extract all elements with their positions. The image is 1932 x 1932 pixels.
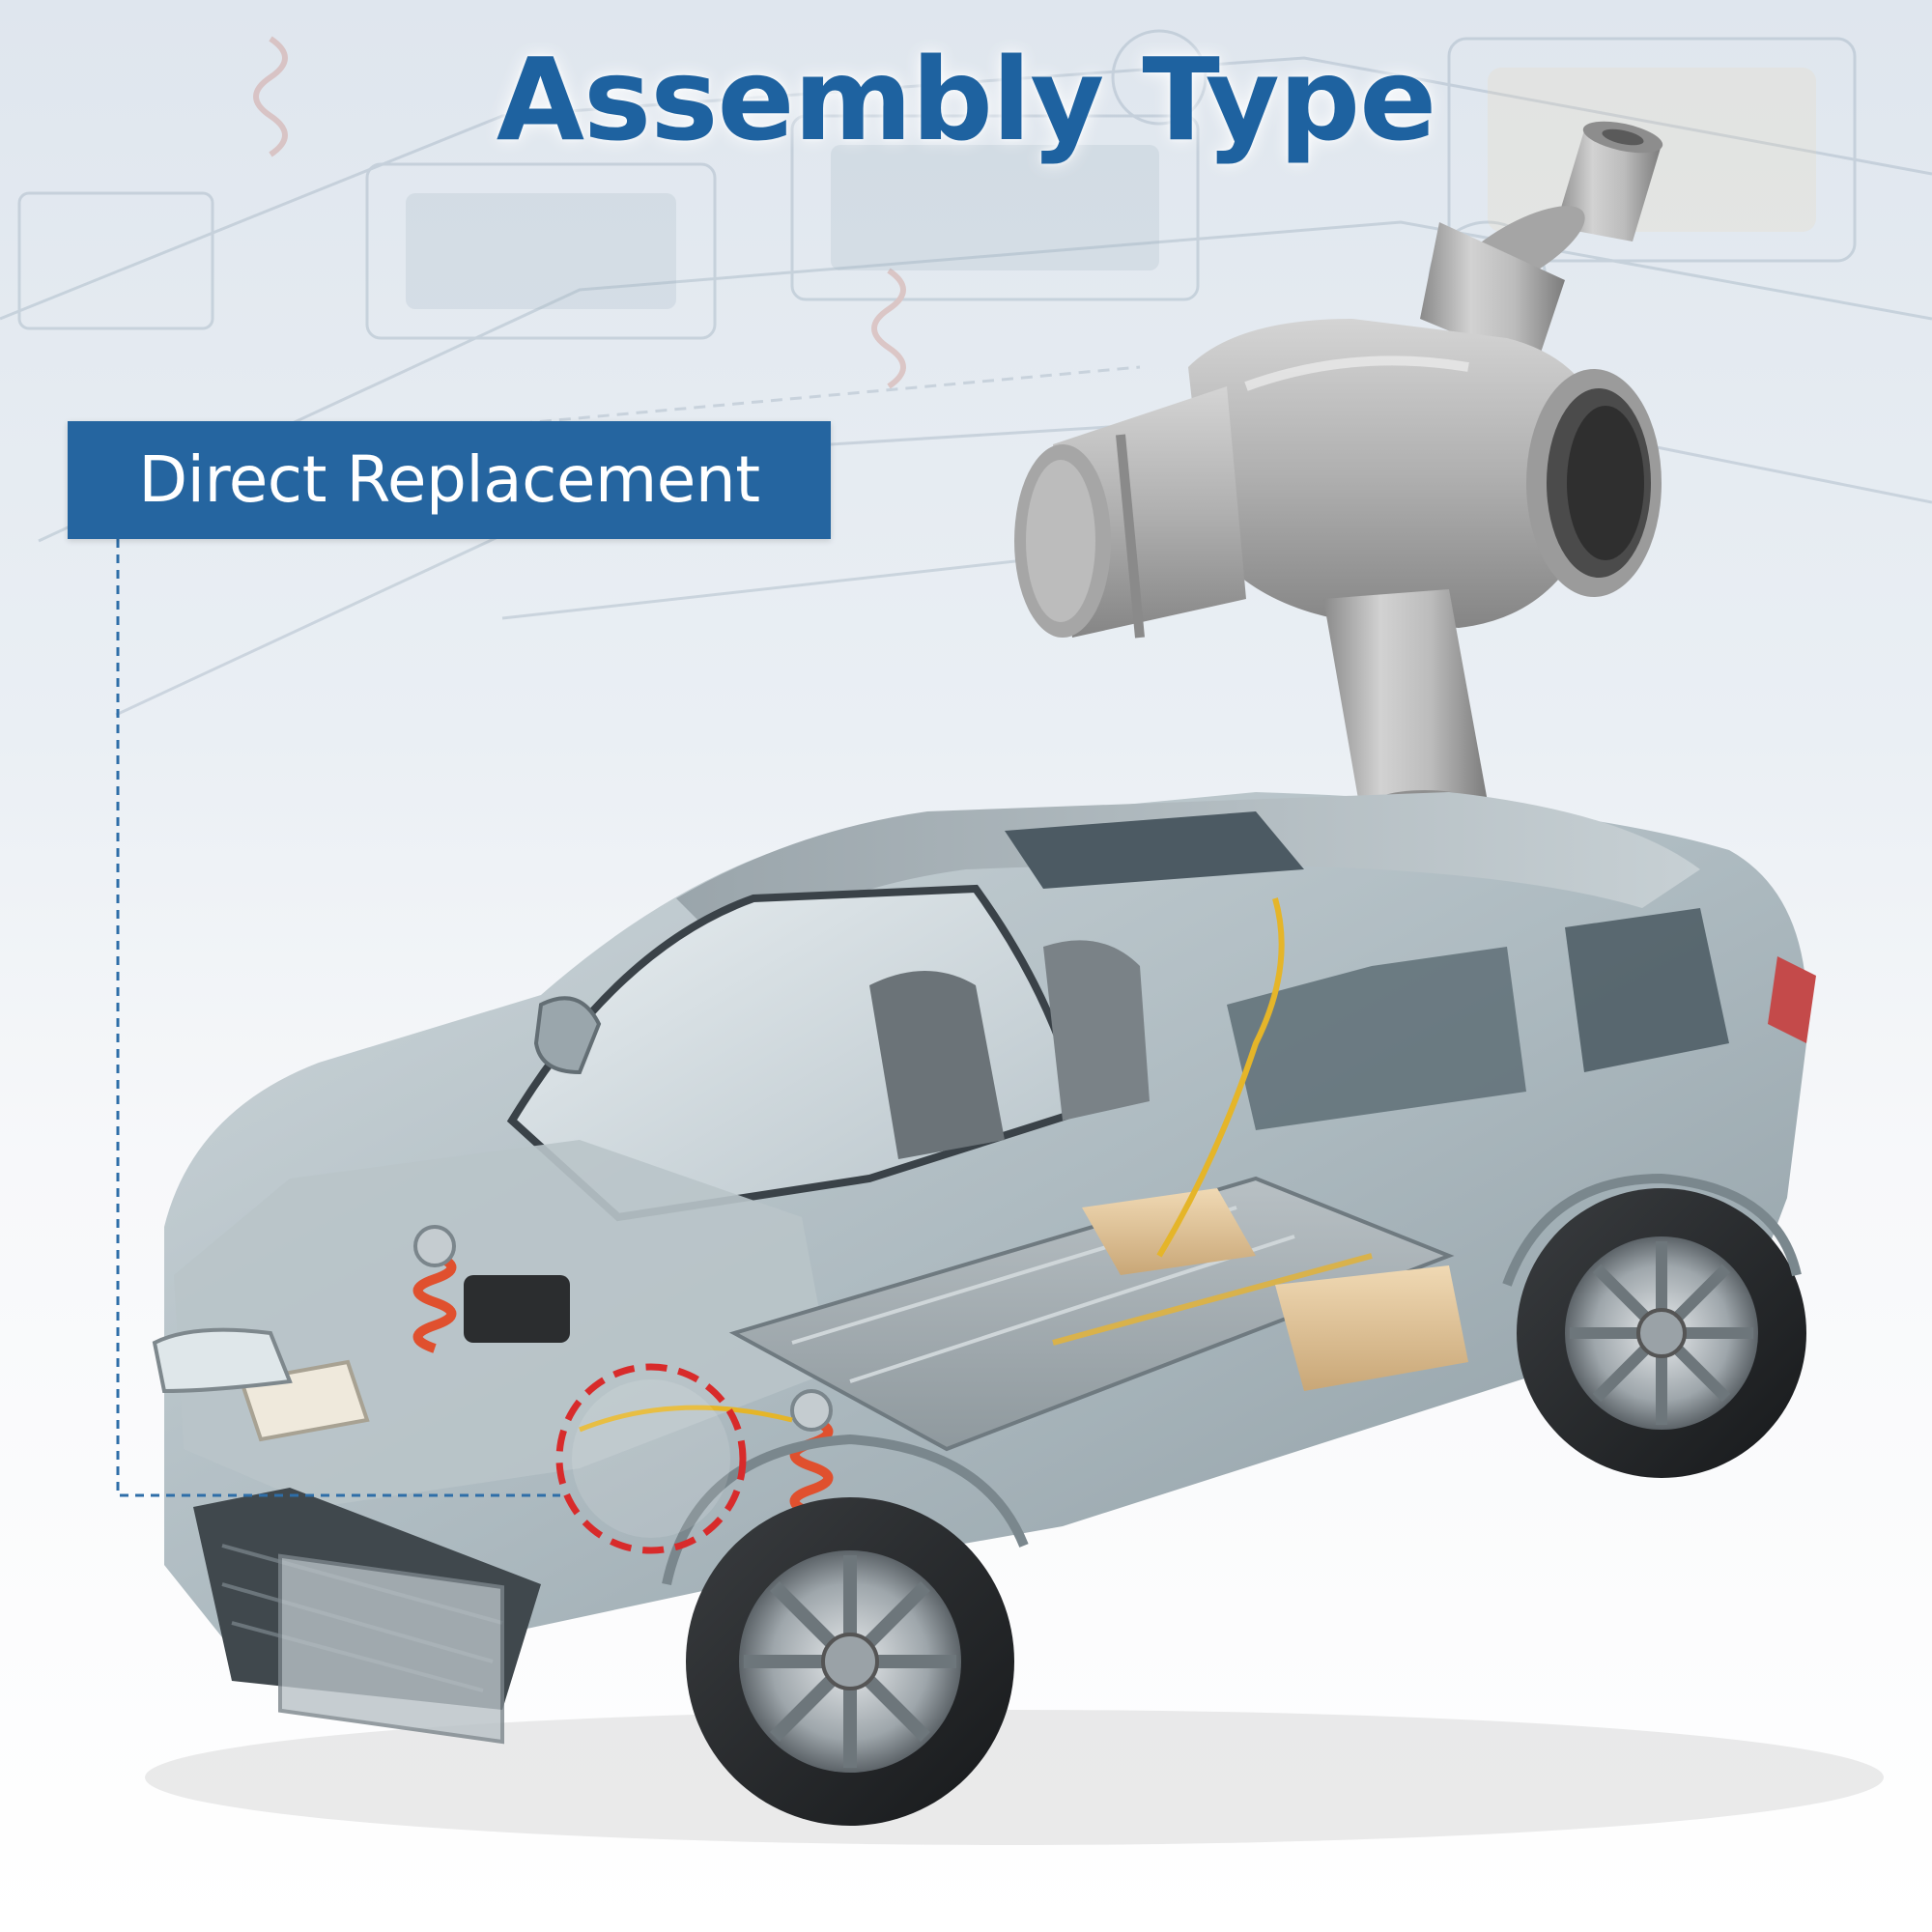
cutaway-suv-illustration xyxy=(145,792,1884,1845)
part-location-marker xyxy=(555,1363,747,1554)
direct-replacement-badge: Direct Replacement xyxy=(68,421,831,539)
badge-label: Direct Replacement xyxy=(138,442,760,517)
page-title: Assembly Type xyxy=(496,33,1437,166)
